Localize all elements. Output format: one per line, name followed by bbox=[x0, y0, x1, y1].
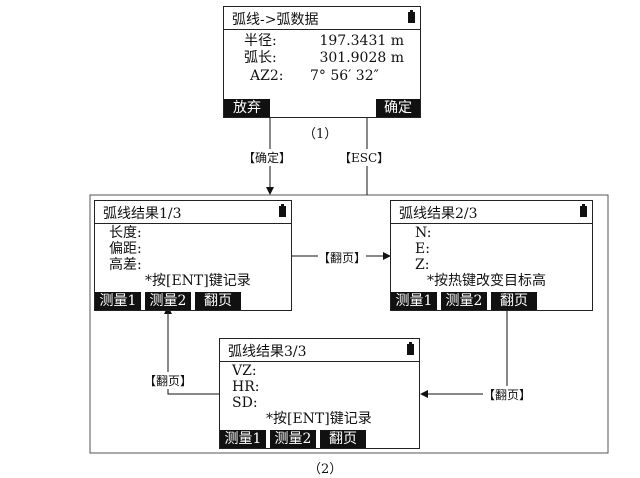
battery-icon bbox=[580, 204, 587, 217]
cancel-softkey[interactable]: 放弃 bbox=[224, 99, 270, 117]
battery-icon bbox=[279, 204, 286, 217]
page-softkey[interactable]: 翻页 bbox=[195, 292, 241, 310]
radius-value: 197.3431 m bbox=[319, 33, 404, 49]
battery-icon bbox=[407, 342, 414, 355]
esc-arrow-label: 【ESC】 bbox=[339, 149, 390, 166]
radius-label: 半径: bbox=[244, 33, 277, 49]
height-diff-label: 高差: bbox=[109, 257, 142, 273]
arrow-page-2-to-3 bbox=[420, 311, 508, 398]
arc-result-3-screen: 弧线结果3/3 VZ: HR: SD: *按[ENT]键记录 测量1 测量2 翻… bbox=[219, 338, 420, 449]
screen-title: 弧线结果2/3 bbox=[399, 206, 478, 222]
length-label: 长度: bbox=[109, 225, 142, 241]
page-arrow-label-3: 【翻页】 bbox=[144, 372, 193, 389]
confirm-softkey[interactable]: 确定 bbox=[376, 99, 420, 117]
battery-icon bbox=[408, 10, 415, 23]
measure1-softkey[interactable]: 测量1 bbox=[391, 292, 437, 310]
title-bar: 弧线->弧数据 bbox=[224, 7, 420, 30]
measure1-softkey[interactable]: 测量1 bbox=[220, 430, 266, 448]
title-bar: 弧线结果1/3 bbox=[95, 201, 291, 224]
arc-data-screen: 弧线->弧数据 半径: 197.3431 m 弧长: 301.9028 m AZ… bbox=[223, 6, 421, 118]
arc-length-label: 弧长: bbox=[244, 50, 277, 66]
measure2-softkey[interactable]: 测量2 bbox=[145, 292, 191, 310]
caption-1: （1） bbox=[303, 127, 338, 142]
screen-title: 弧线结果1/3 bbox=[103, 206, 182, 222]
measure1-softkey[interactable]: 测量1 bbox=[95, 292, 141, 310]
measure2-softkey[interactable]: 测量2 bbox=[441, 292, 487, 310]
screen-title: 弧线->弧数据 bbox=[232, 12, 319, 28]
page-softkey[interactable]: 翻页 bbox=[320, 430, 366, 448]
z-label: Z: bbox=[415, 257, 430, 273]
title-bar: 弧线结果3/3 bbox=[220, 339, 419, 362]
title-bar: 弧线结果2/3 bbox=[391, 201, 592, 224]
arc-length-value: 301.9028 m bbox=[319, 50, 404, 66]
screen-title: 弧线结果3/3 bbox=[228, 344, 307, 360]
hr-label: HR: bbox=[232, 379, 260, 395]
caption-2: （2） bbox=[308, 462, 343, 477]
vz-label: VZ: bbox=[232, 363, 257, 379]
offset-label: 偏距: bbox=[109, 241, 142, 257]
az2-label: AZ2: bbox=[250, 68, 284, 84]
arc-result-2-screen: 弧线结果2/3 N: E: Z: *按热键改变目标高 测量1 测量2 翻页 bbox=[390, 200, 593, 311]
page-arrow-label-1: 【翻页】 bbox=[318, 249, 367, 266]
east-label: E: bbox=[415, 241, 430, 257]
sd-label: SD: bbox=[232, 395, 258, 411]
arc-result-1-screen: 弧线结果1/3 长度: 偏距: 高差: *按[ENT]键记录 测量1 测量2 翻… bbox=[94, 200, 292, 311]
record-hint: *按[ENT]键记录 bbox=[145, 273, 251, 289]
north-label: N: bbox=[415, 225, 432, 241]
target-height-hint: *按热键改变目标高 bbox=[427, 273, 546, 289]
az2-value: 7° 56′ 32″ bbox=[310, 68, 379, 84]
arrow-page-3-to-1 bbox=[164, 306, 219, 395]
page-arrow-label-2: 【翻页】 bbox=[483, 386, 532, 403]
confirm-arrow-label: 【确定】 bbox=[243, 149, 292, 166]
record-hint: *按[ENT]键记录 bbox=[266, 411, 372, 427]
measure2-softkey[interactable]: 测量2 bbox=[270, 430, 316, 448]
outer-frame bbox=[89, 194, 609, 454]
page-softkey[interactable]: 翻页 bbox=[491, 292, 537, 310]
